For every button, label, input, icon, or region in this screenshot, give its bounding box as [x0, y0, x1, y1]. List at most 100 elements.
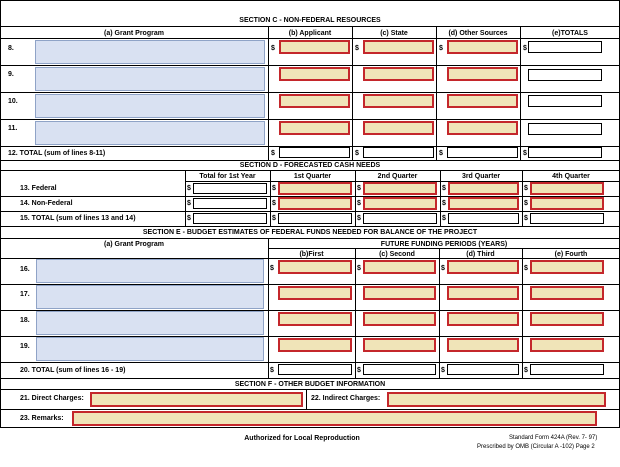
second-field-18[interactable]	[363, 312, 436, 326]
q4-field-15[interactable]	[530, 213, 604, 224]
third-field-16[interactable]	[447, 260, 519, 274]
q2-field-13[interactable]	[363, 182, 437, 195]
q3-field-13[interactable]	[448, 182, 519, 195]
row-label: 16.	[20, 266, 30, 273]
third-field-18[interactable]	[447, 312, 519, 326]
grant-program-field-8[interactable]	[35, 40, 265, 64]
q1-field-15[interactable]	[278, 213, 352, 224]
first-field-19[interactable]	[278, 338, 352, 352]
other-sources-field-8[interactable]	[447, 40, 518, 54]
q3-field-14[interactable]	[448, 197, 519, 210]
section-f-title: SECTION F - OTHER BUDGET INFORMATION	[234, 381, 386, 388]
first-total-20[interactable]	[278, 364, 352, 375]
q1-field-14[interactable]	[278, 197, 352, 210]
row-label: 18.	[20, 317, 30, 324]
row-label: 9.	[8, 71, 14, 78]
totals-field-9[interactable]	[528, 69, 602, 81]
totals-field-11[interactable]	[528, 123, 602, 135]
remarks-field[interactable]	[72, 411, 597, 426]
section-d-title: SECTION D - FORECASTED CASH NEEDS	[239, 162, 381, 169]
indirect-charges-label: 22. Indirect Charges:	[311, 395, 381, 402]
first-field-18[interactable]	[278, 312, 352, 326]
dollar-sign: $	[187, 200, 191, 207]
fourth-field-18[interactable]	[530, 312, 604, 326]
grant-program-field-16[interactable]	[36, 259, 264, 283]
col-header-totals: (e)TOTALS	[552, 30, 588, 37]
dollar-sign: $	[441, 367, 445, 374]
dollar-sign: $	[355, 150, 359, 157]
state-total-12[interactable]	[363, 147, 434, 158]
col-header-first: (b)First	[299, 251, 324, 258]
total-label-12: 12. TOTAL (sum of lines 8-11)	[8, 150, 106, 157]
col-header-grant-program: (a) Grant Program	[104, 30, 164, 37]
col-header-fourth: (e) Fourth	[554, 251, 588, 258]
applicant-field-8[interactable]	[279, 40, 350, 54]
indirect-charges-field[interactable]	[387, 392, 606, 407]
grant-program-field-9[interactable]	[35, 67, 265, 91]
applicant-total-12[interactable]	[279, 147, 350, 158]
applicant-field-11[interactable]	[279, 121, 350, 135]
dollar-sign: $	[357, 215, 361, 222]
dollar-sign: $	[524, 265, 528, 272]
q2-field-15[interactable]	[363, 213, 437, 224]
other-sources-field-9[interactable]	[447, 67, 518, 81]
dollar-sign: $	[357, 367, 361, 374]
second-total-20[interactable]	[363, 364, 436, 375]
dollar-sign: $	[270, 265, 274, 272]
dollar-sign: $	[271, 45, 275, 52]
grant-program-field-19[interactable]	[36, 337, 264, 361]
first-field-16[interactable]	[278, 260, 352, 274]
second-field-19[interactable]	[363, 338, 436, 352]
fourth-field-19[interactable]	[530, 338, 604, 352]
col-header-other-sources: (d) Other Sources	[448, 30, 508, 37]
total-1st-year-field-14[interactable]	[193, 198, 267, 209]
other-sources-field-10[interactable]	[447, 94, 518, 108]
grant-program-field-18[interactable]	[36, 311, 264, 335]
second-field-16[interactable]	[363, 260, 436, 274]
second-field-17[interactable]	[363, 286, 436, 300]
applicant-field-9[interactable]	[279, 67, 350, 81]
dollar-sign: $	[441, 265, 445, 272]
col-header-state: (c) State	[380, 30, 408, 37]
q4-field-13[interactable]	[530, 182, 604, 195]
direct-charges-field[interactable]	[90, 392, 303, 407]
state-field-9[interactable]	[363, 67, 434, 81]
fourth-total-20[interactable]	[530, 364, 604, 375]
other-sources-total-12[interactable]	[447, 147, 518, 158]
state-field-8[interactable]	[363, 40, 434, 54]
first-field-17[interactable]	[278, 286, 352, 300]
dollar-sign: $	[271, 150, 275, 157]
totals-field-10[interactable]	[528, 95, 602, 107]
total-label-20: 20. TOTAL (sum of lines 16 - 19)	[20, 367, 126, 374]
grant-program-field-11[interactable]	[35, 121, 265, 145]
state-field-11[interactable]	[363, 121, 434, 135]
q2-field-14[interactable]	[363, 197, 437, 210]
state-field-10[interactable]	[363, 94, 434, 108]
dollar-sign: $	[272, 200, 276, 207]
total-1st-year-field-13[interactable]	[193, 183, 267, 194]
dollar-sign: $	[355, 45, 359, 52]
col-header-1st-quarter: 1st Quarter	[293, 173, 332, 180]
q3-field-15[interactable]	[448, 213, 519, 224]
dollar-sign: $	[187, 215, 191, 222]
col-header-2nd-quarter: 2nd Quarter	[377, 173, 418, 180]
totals-total-12[interactable]	[528, 147, 602, 158]
dollar-sign: $	[524, 200, 528, 207]
section-c-title: SECTION C - NON-FEDERAL RESOURCES	[239, 17, 381, 24]
dollar-sign: $	[439, 45, 443, 52]
applicant-field-10[interactable]	[279, 94, 350, 108]
dollar-sign: $	[270, 367, 274, 374]
dollar-sign: $	[442, 215, 446, 222]
totals-field-8[interactable]	[528, 41, 602, 53]
grant-program-field-10[interactable]	[35, 94, 265, 118]
third-field-17[interactable]	[447, 286, 519, 300]
grant-program-field-17[interactable]	[36, 285, 264, 309]
third-field-19[interactable]	[447, 338, 519, 352]
q1-field-13[interactable]	[278, 182, 352, 195]
fourth-field-16[interactable]	[530, 260, 604, 274]
q4-field-14[interactable]	[530, 197, 604, 210]
fourth-field-17[interactable]	[530, 286, 604, 300]
total-1st-year-field-15[interactable]	[193, 213, 267, 224]
third-total-20[interactable]	[447, 364, 519, 375]
other-sources-field-11[interactable]	[447, 121, 518, 135]
